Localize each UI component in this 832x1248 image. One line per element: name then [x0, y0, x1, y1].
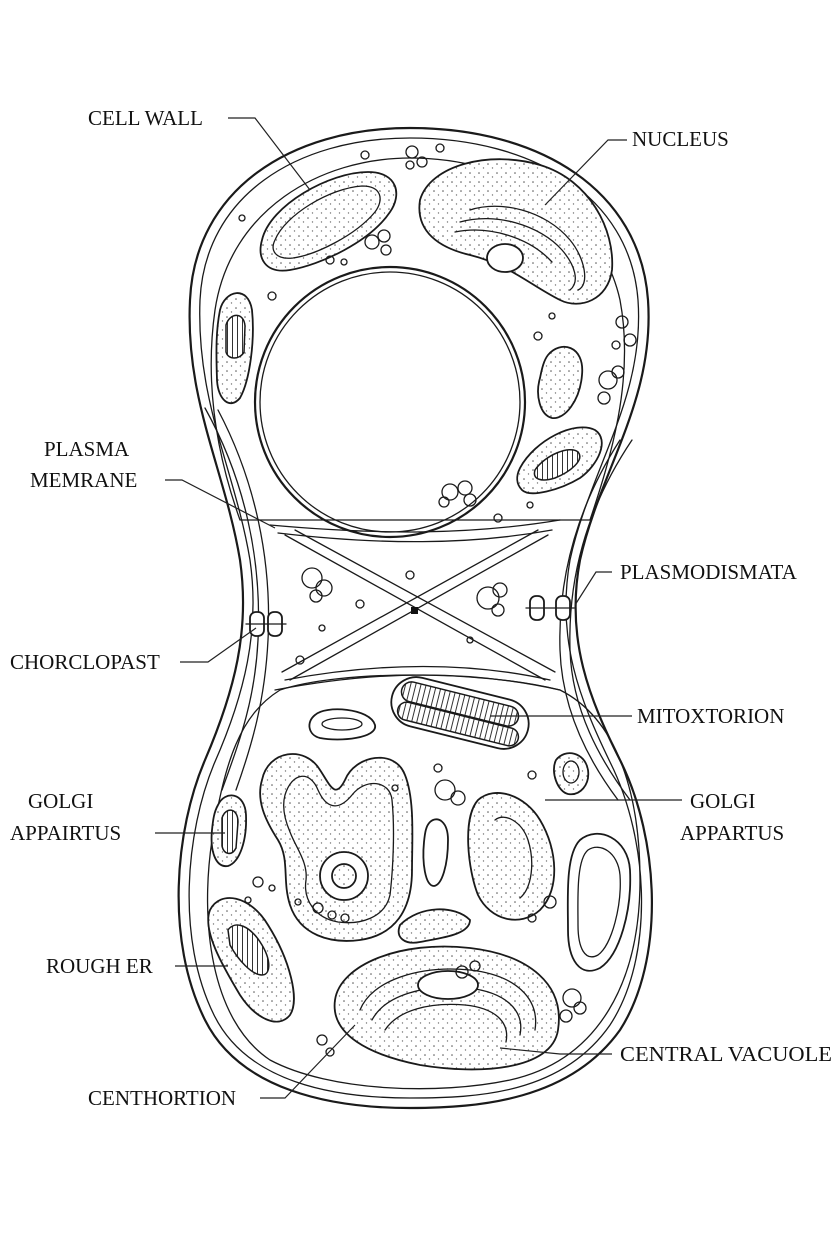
organelle-right-small [553, 752, 590, 796]
leader-central-vacuole [499, 1047, 612, 1055]
plasma-membrane-right [569, 439, 633, 801]
cross-line-1b [294, 529, 556, 673]
organelle-right-mid [537, 345, 583, 419]
organelle-bean [308, 708, 376, 741]
centrosome-er [333, 945, 560, 1071]
organelle-left-lower-core [221, 809, 239, 855]
vacuole-right-lower [566, 832, 632, 972]
leader-plasma [165, 479, 276, 529]
label-golgi-left-line1: GOLGI [28, 789, 93, 813]
nucleus-fold-2 [459, 218, 576, 291]
leader-lines [155, 117, 682, 1099]
chloroplast-top-left-inner [272, 185, 381, 259]
leader-nucleus [544, 139, 627, 206]
vesicle-cluster-lower [244, 763, 587, 1057]
plasmodesmata-right [525, 595, 575, 621]
label-mitoxtorion: MITOXTORION [637, 704, 784, 728]
plasma-membrane-right-2 [559, 439, 621, 801]
waist-bottom-band-2 [284, 665, 551, 681]
label-rough-er: ROUGH ER [46, 954, 153, 978]
label-golgi-left-line2: APPAIRTUS [10, 821, 121, 845]
golgi-core [331, 863, 357, 889]
organelle-bean-core [321, 717, 363, 731]
plasma-membrane-left [204, 407, 260, 791]
mitochondrion [390, 676, 530, 750]
organelle-left-mid [422, 818, 449, 887]
golgi-right-fold [494, 816, 533, 899]
cross-line-2b [281, 529, 539, 673]
er-fold-3 [384, 1003, 508, 1043]
nucleus-fold-3 [454, 229, 553, 263]
leader-chorclopast [180, 627, 257, 663]
golgi-right [467, 792, 556, 921]
leader-plasmodismata [574, 571, 612, 606]
smooth-er [397, 908, 471, 944]
label-plasma-line2: MEMRANE [30, 468, 137, 492]
golgi-large-left [259, 753, 414, 942]
cross-center [411, 607, 418, 614]
cross-line-2 [289, 534, 549, 681]
vesicle-cluster-waist [295, 567, 508, 665]
label-central-vacuole: CENTRAL VACUOLE [620, 1042, 832, 1066]
plasmodesmata-left [245, 611, 287, 637]
label-golgi-right-line2: APPARTUS [680, 821, 784, 845]
tonoplast [259, 271, 521, 533]
rough-er-left-core [227, 924, 270, 976]
label-plasma-line1: PLASMA [44, 437, 130, 461]
organelle-right-small-core [562, 760, 580, 784]
nucleolus [486, 243, 524, 273]
chloroplast-right-upper-core [533, 449, 581, 481]
label-centhortion: CENTHORTION [88, 1086, 236, 1110]
waist-top-band-2 [277, 529, 553, 543]
er-lumen [417, 970, 479, 1000]
golgi-large-left-inner [283, 775, 395, 924]
waist-bottom-band [274, 674, 561, 691]
cell-wall-outer [177, 126, 653, 1110]
cell-wall-inner [188, 137, 643, 1099]
label-cell-wall: CELL WALL [88, 106, 203, 130]
vesicle-cluster-upper [238, 143, 637, 523]
leader-cell-wall [228, 117, 311, 191]
label-plasmodismata: PLASMODISMATA [620, 560, 798, 584]
nucleus-body [418, 158, 614, 305]
label-chorclopast: CHORCLOPAST [10, 650, 160, 674]
chloroplast-top-left [259, 171, 398, 272]
leader-centhortion [260, 1024, 356, 1099]
label-nucleus: NUCLEUS [632, 127, 729, 151]
waist-top-band [269, 519, 561, 533]
nucleus-fold-1 [469, 205, 586, 291]
central-vacuole [253, 265, 527, 539]
organelle-left-upper-core [225, 314, 246, 359]
label-golgi-right-line1: GOLGI [690, 789, 755, 813]
vacuole-right-lower-inner [577, 846, 621, 958]
er-fold-1 [359, 968, 537, 1031]
